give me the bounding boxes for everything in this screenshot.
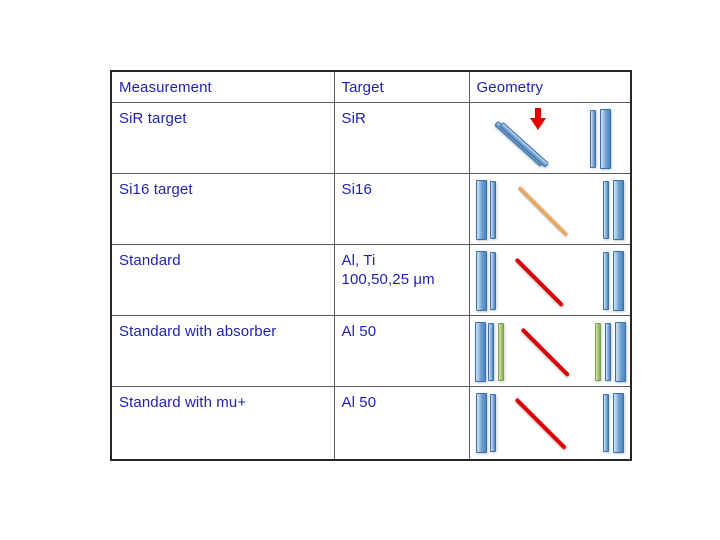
cell-geometry — [468, 315, 632, 387]
blue-thin-bar-left — [489, 252, 496, 310]
cell-geometry — [468, 173, 632, 245]
geometry-diagram-si16-target — [470, 174, 631, 244]
blue-wide-bar-left — [475, 251, 487, 311]
green-absorber-bar-right — [594, 323, 601, 381]
cell-measurement: Standard with absorber — [110, 315, 335, 387]
target-label: Al 50 — [341, 394, 377, 411]
target-label: Al, Ti — [341, 252, 376, 269]
cell-geometry — [468, 102, 632, 174]
cell-target: Al, Ti 100,50,25 μm — [333, 244, 470, 316]
blue-wide-bar-right — [614, 322, 626, 382]
cell-target: SiR — [333, 102, 470, 174]
blue-wide-bar-left — [474, 322, 486, 382]
target-label: SiR — [341, 110, 366, 127]
blue-wide-bar-right — [612, 180, 624, 240]
cell-measurement: SiR target — [110, 102, 335, 174]
blue-thin-bar-right — [602, 252, 609, 310]
cell-geometry — [468, 244, 632, 316]
blue-thin-bar-right — [602, 394, 609, 452]
measurement-label: Standard with mu+ — [119, 394, 247, 411]
measurement-label: Standard — [119, 252, 181, 269]
cell-measurement: Standard — [110, 244, 335, 316]
target-label: Si16 — [341, 181, 372, 198]
red-diagonal-target — [514, 257, 564, 308]
geometry-diagram-standard-with-absorber — [470, 316, 631, 386]
measurement-label: SiR target — [119, 110, 187, 127]
blue-thin-bar-right — [604, 323, 611, 381]
red-down-arrow-icon — [529, 108, 546, 130]
blue-wide-bar-right — [612, 393, 624, 453]
green-absorber-bar-left — [497, 323, 504, 381]
header-cell-geometry: Geometry — [468, 70, 632, 103]
header-label-target: Target — [341, 79, 384, 96]
header-cell-measurement: Measurement — [110, 70, 335, 103]
geometry-diagram-sir-target — [470, 103, 631, 173]
header-label-measurement: Measurement — [119, 79, 212, 96]
header-label-geometry: Geometry — [476, 79, 544, 96]
table-row: Standard with mu+ Al 50 — [110, 386, 632, 461]
blue-wide-bar-left — [475, 180, 487, 240]
blue-thin-bar-left — [489, 181, 496, 239]
red-diagonal-target — [514, 397, 567, 450]
blue-thin-bar-right — [602, 181, 609, 239]
red-diagonal-target — [520, 327, 570, 378]
blue-thin-bar-left — [487, 323, 494, 381]
table-row: Si16 target Si16 — [110, 173, 632, 245]
cell-target: Al 50 — [333, 315, 470, 387]
arrow-head — [529, 118, 546, 130]
header-cell-target: Target — [333, 70, 470, 103]
target-label: Al 50 — [341, 323, 377, 340]
cell-measurement: Standard with mu+ — [110, 386, 335, 461]
blue-wide-bar-right — [612, 251, 624, 311]
orange-diagonal-target — [517, 185, 568, 237]
table-row: SiR target SiR — [110, 102, 632, 174]
geometry-diagram-standard — [470, 245, 631, 315]
arrow-shaft — [534, 108, 541, 119]
measurement-geometry-table: Measurement Target Geometry SiR target S… — [110, 70, 632, 461]
cell-target: Si16 — [333, 173, 470, 245]
measurement-label: Si16 target — [119, 181, 193, 198]
geometry-diagram-standard-with-mu — [470, 387, 631, 459]
cell-geometry — [468, 386, 632, 461]
blue-thin-bar-left — [489, 394, 496, 452]
table-row: Standard Al, Ti 100,50,25 μm — [110, 244, 632, 316]
cell-target: Al 50 — [333, 386, 470, 461]
blue-wide-bar-left — [475, 393, 487, 453]
measurement-label: Standard with absorber — [119, 323, 277, 340]
table-header-row: Measurement Target Geometry — [110, 70, 632, 103]
table-row: Standard with absorber Al 50 — [110, 315, 632, 387]
blue-wide-bar-right — [599, 109, 611, 169]
blue-thin-bar-right — [589, 110, 596, 168]
target-label-secondary: 100,50,25 μm — [341, 271, 435, 288]
cell-measurement: Si16 target — [110, 173, 335, 245]
